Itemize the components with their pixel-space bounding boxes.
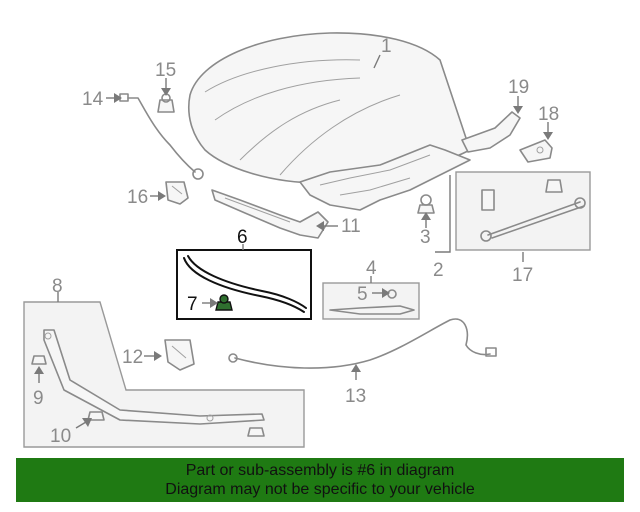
callout-9: 9: [33, 388, 44, 409]
callout-1: 1: [381, 36, 392, 57]
callout-16: 16: [127, 187, 148, 208]
callout-19: 19: [508, 77, 529, 98]
hinge-bracket: [519, 139, 553, 163]
grommet: [417, 194, 435, 214]
hood-insulator-bracket: [211, 189, 329, 239]
release-handle: [165, 181, 189, 205]
highlighted-part-box: [176, 249, 312, 320]
callout-18: 18: [538, 104, 559, 125]
cable-clip: [157, 93, 175, 113]
hood-latch: [164, 339, 195, 371]
callout-17: 17: [512, 265, 533, 286]
callout-6: 6: [237, 227, 248, 248]
callout-12: 12: [122, 347, 143, 368]
hood-seal-highlighted: [183, 255, 307, 313]
hood-inner-frame: [299, 144, 471, 211]
banner-line-1: Part or sub-assembly is #6 in diagram: [185, 462, 455, 479]
hood-hinge: [461, 111, 521, 153]
callout-3: 3: [420, 227, 431, 248]
callout-13: 13: [345, 386, 366, 407]
callout-11: 11: [341, 216, 361, 237]
clip-9: [31, 355, 47, 365]
hood-parts-diagram: 1 2 3 4 5 6 7 8 9 10 11 12 13 14 15 16 1…: [23, 32, 591, 448]
callout-2: 2: [433, 260, 444, 281]
release-cable-lower: [228, 318, 497, 369]
seal-box: [322, 282, 420, 320]
callout-10: 10: [50, 426, 71, 447]
hood-lock-support: [43, 329, 265, 425]
callout-4: 4: [366, 258, 377, 279]
lock-support-box: [23, 301, 305, 448]
callout-7: 7: [187, 294, 198, 315]
callout-15: 15: [155, 60, 176, 81]
banner-line-2: Diagram may not be specific to your vehi…: [165, 481, 475, 498]
callout-5: 5: [357, 284, 368, 305]
callout-14: 14: [82, 89, 104, 110]
support-rod: [480, 179, 586, 242]
clip-small: [247, 427, 265, 437]
callout-8: 8: [52, 276, 63, 297]
leader-lines: [34, 54, 553, 429]
diagram-notice-banner: Part or sub-assembly is #6 in diagram Di…: [16, 458, 624, 502]
